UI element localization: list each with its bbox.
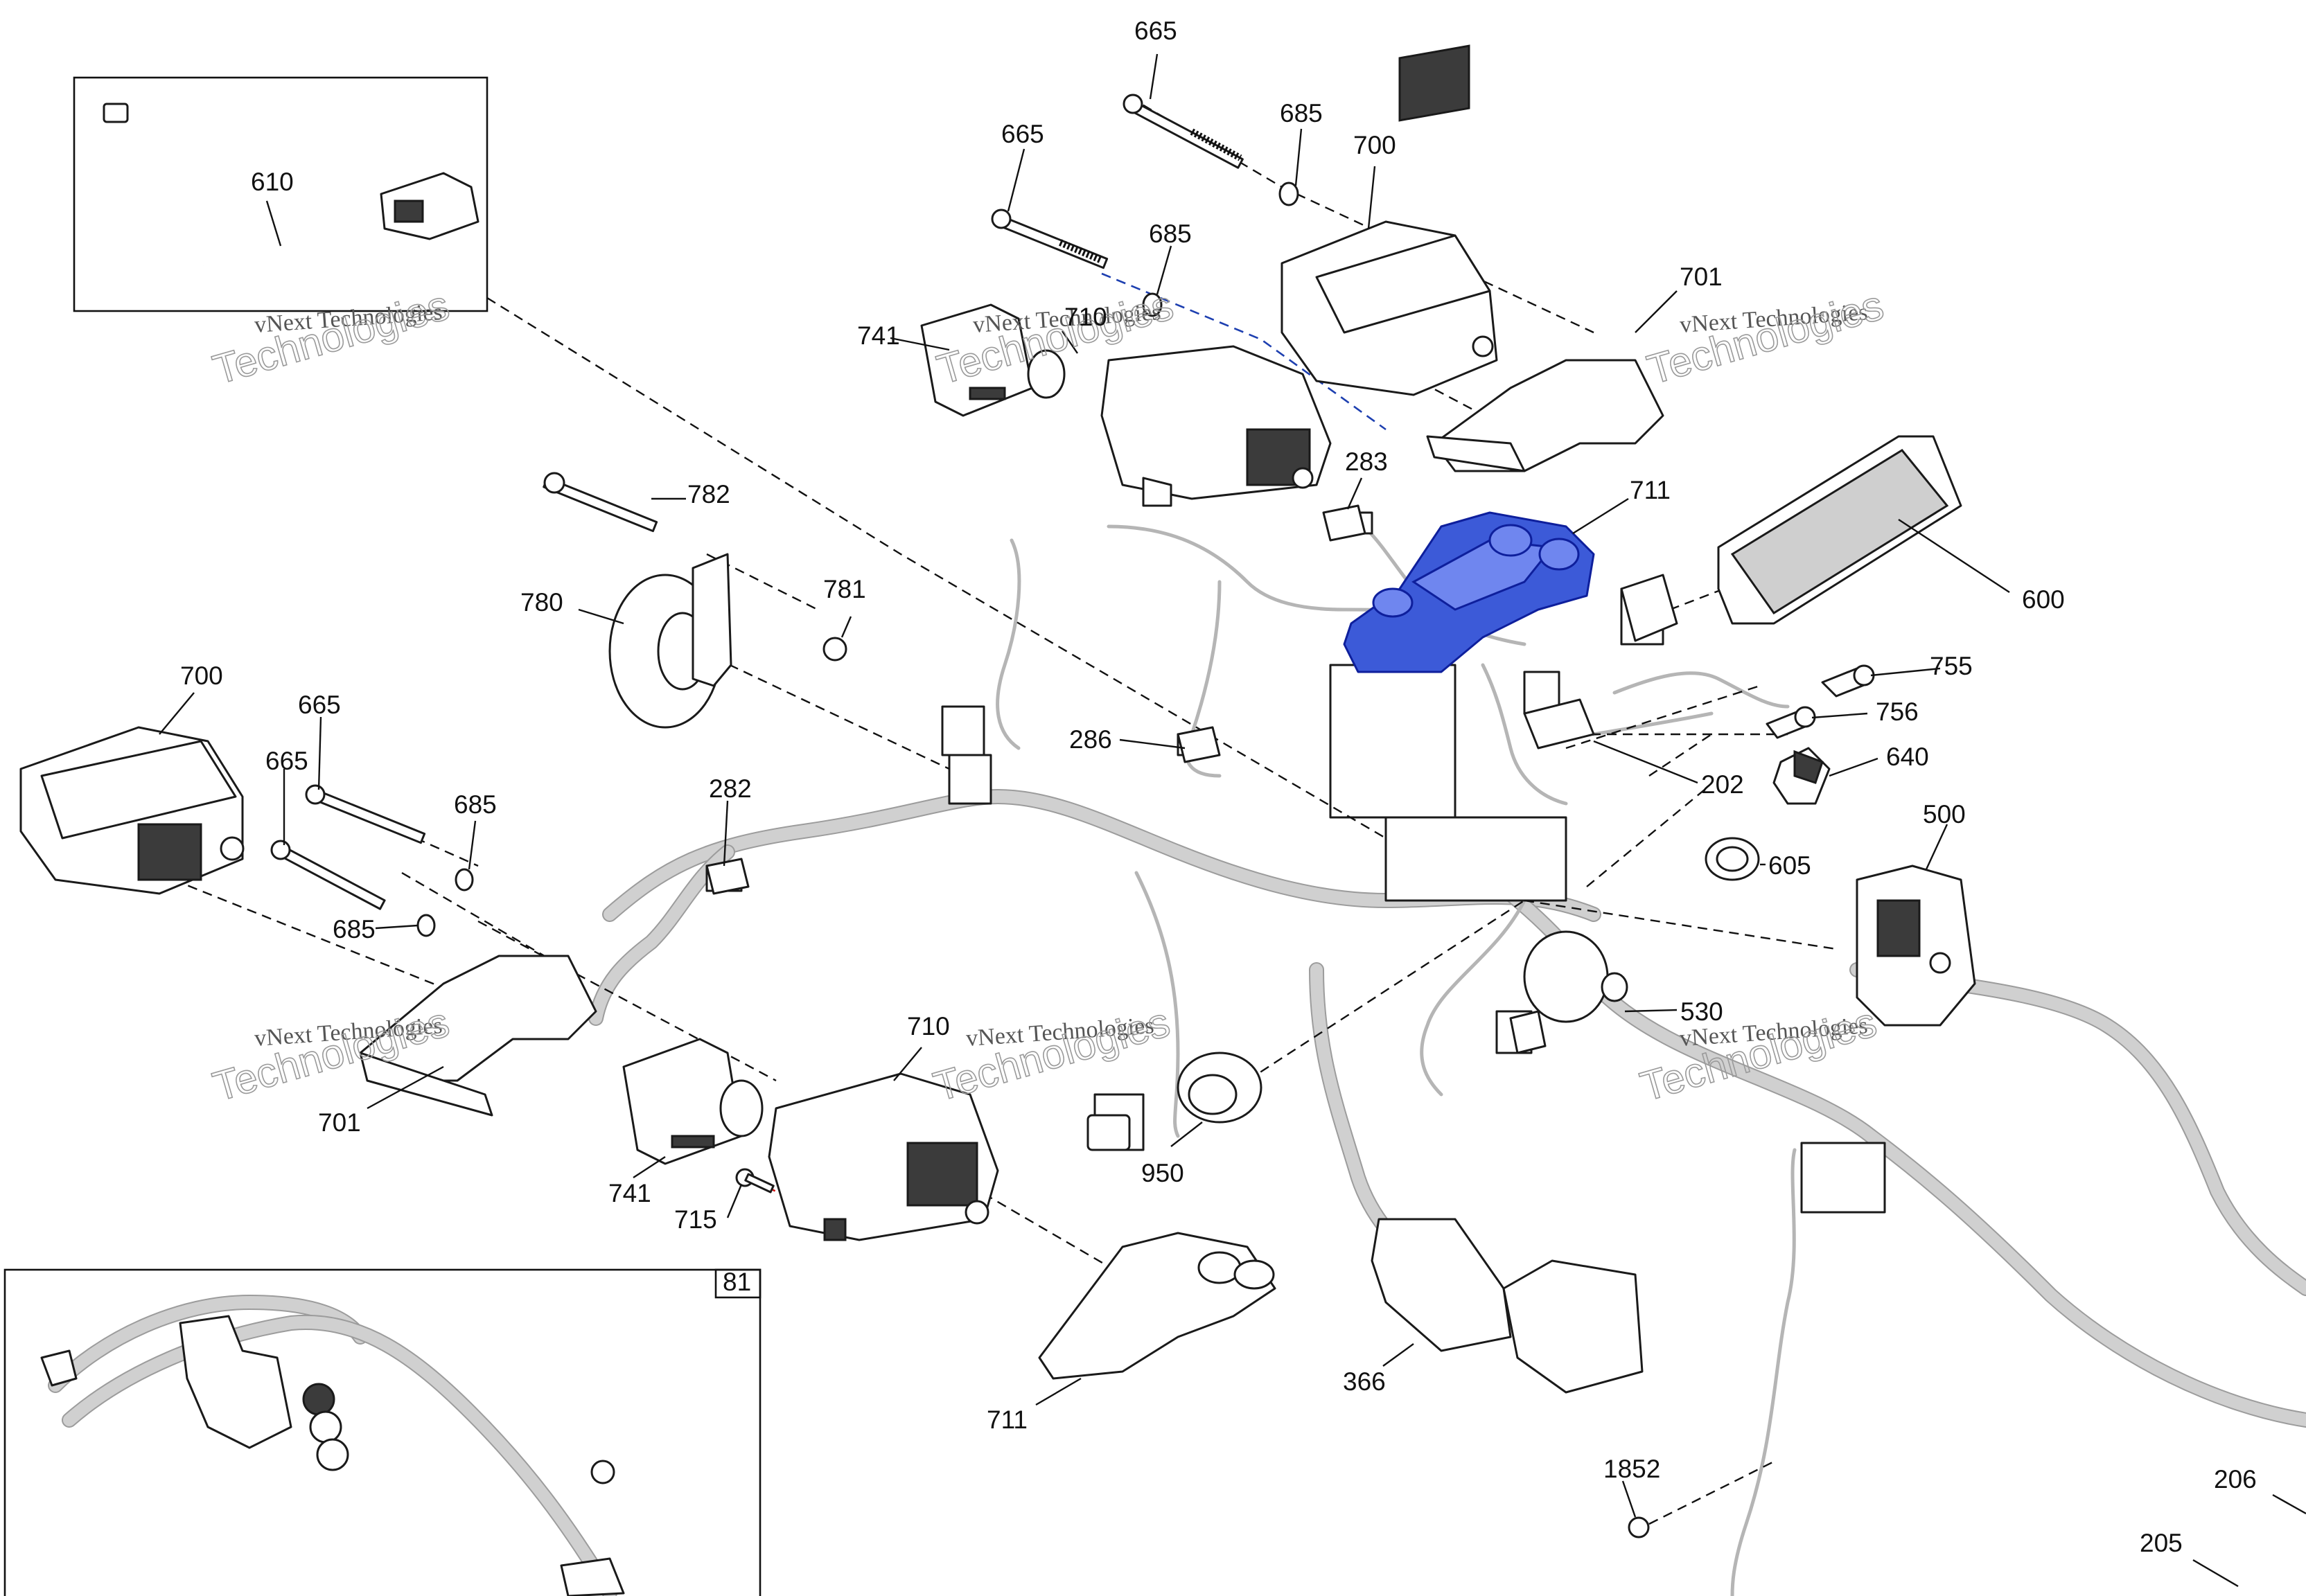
bracket-701-top (1426, 359, 1664, 472)
washer-685-left-b (416, 914, 436, 937)
callout-202: 202 (1701, 770, 1744, 799)
callout-710-top: 710 (1064, 303, 1107, 331)
nut-781 (822, 637, 847, 662)
callout-665-left-a: 665 (298, 691, 341, 719)
connector-286 (1177, 726, 1221, 763)
screw-1852 (1628, 1516, 1650, 1539)
callout-labels: 610 665 685 700 665 685 701 741 710 782 … (180, 17, 2257, 1557)
callout-780: 780 (520, 588, 563, 617)
bracket-711-bottom (1038, 1232, 1276, 1380)
horn-780 (608, 553, 732, 729)
bolt-782 (543, 472, 658, 533)
callout-756: 756 (1876, 698, 1919, 726)
plug-741-top (920, 303, 1066, 417)
bolt-665-left-b (270, 840, 386, 910)
callout-286: 286 (1069, 725, 1112, 754)
callout-605: 605 (1768, 851, 1811, 880)
module-710-top (1100, 345, 1332, 507)
callout-715: 715 (674, 1205, 717, 1234)
screw-715 (735, 1168, 775, 1194)
callout-710-bottom: 710 (907, 1012, 950, 1040)
callout-206: 206 (2214, 1465, 2257, 1493)
module-700-left (19, 726, 245, 895)
callout-282: 282 (709, 774, 752, 803)
watermark-outline-1: Technologies (208, 282, 454, 393)
callout-741-top: 741 (857, 321, 900, 350)
callout-685-left-b: 685 (333, 915, 376, 943)
callout-700-top: 700 (1353, 131, 1396, 159)
callout-640: 640 (1886, 743, 1929, 771)
callout-782: 782 (687, 480, 730, 508)
callout-1852: 1852 (1603, 1455, 1660, 1483)
connector-283 (1322, 504, 1366, 542)
callout-701-left: 701 (318, 1108, 361, 1137)
callout-685-mid: 685 (1149, 220, 1192, 248)
connector-282 (705, 858, 750, 895)
callout-665-top: 665 (1134, 17, 1177, 45)
callout-711-bottom: 711 (987, 1406, 1028, 1434)
callout-741-bottom: 741 (608, 1179, 651, 1207)
bracket-701-left (359, 955, 597, 1117)
module-700-top (1280, 44, 1498, 396)
callout-950: 950 (1141, 1159, 1184, 1187)
watermark-outline-6: Technologies (1635, 999, 1881, 1110)
washer-685-top (1278, 181, 1299, 206)
washer-685-mid (1142, 292, 1163, 317)
sensor-530 (1509, 930, 1628, 1054)
washer-685-left-a (455, 868, 474, 892)
callout-81: 81 (723, 1268, 751, 1296)
callout-500: 500 (1923, 800, 1966, 828)
display-600 (1717, 435, 1962, 625)
inset-box-81 (3, 1268, 762, 1596)
bulb-755 (1821, 664, 1875, 698)
bracket-711-highlighted (1343, 511, 1595, 673)
callout-685-top: 685 (1280, 99, 1323, 127)
callout-205: 205 (2140, 1529, 2183, 1557)
wiring-harness (588, 511, 2306, 1596)
watermark-outline-5: Technologies (928, 999, 1174, 1110)
module-710-bottom (768, 1072, 999, 1241)
callout-781: 781 (823, 575, 866, 603)
callout-530: 530 (1680, 998, 1723, 1026)
callout-701-top: 701 (1680, 263, 1723, 291)
inset-box-610 (73, 76, 489, 312)
bolt-665-mid (991, 209, 1109, 269)
leader-lines (159, 53, 2306, 1588)
connector-near-display (1620, 574, 1678, 642)
watermark-outline-3: Technologies (1642, 282, 1888, 393)
bolt-665-top (1123, 94, 1244, 169)
connector-202 (1523, 698, 1595, 750)
ring-605 (1705, 837, 1760, 881)
connector-366 (1371, 1218, 1644, 1394)
callout-711-highlighted: 711 (1630, 476, 1671, 504)
callout-755: 755 (1930, 652, 1973, 680)
plug-741-bottom (622, 1038, 764, 1165)
callout-610: 610 (251, 168, 294, 196)
switch-500 (1856, 864, 1976, 1027)
callout-685-left-a: 685 (454, 790, 497, 819)
socket-640 (1772, 747, 1831, 805)
bolt-665-left-a (305, 784, 426, 844)
outlet-950 (1086, 1052, 1262, 1151)
callout-700-left: 700 (180, 662, 223, 690)
callout-366: 366 (1343, 1367, 1386, 1396)
callout-600: 600 (2022, 585, 2065, 614)
callout-665-mid: 665 (1001, 120, 1044, 148)
callout-283: 283 (1345, 447, 1388, 476)
bulb-756 (1766, 706, 1816, 739)
callout-665-left-b: 665 (265, 747, 308, 775)
